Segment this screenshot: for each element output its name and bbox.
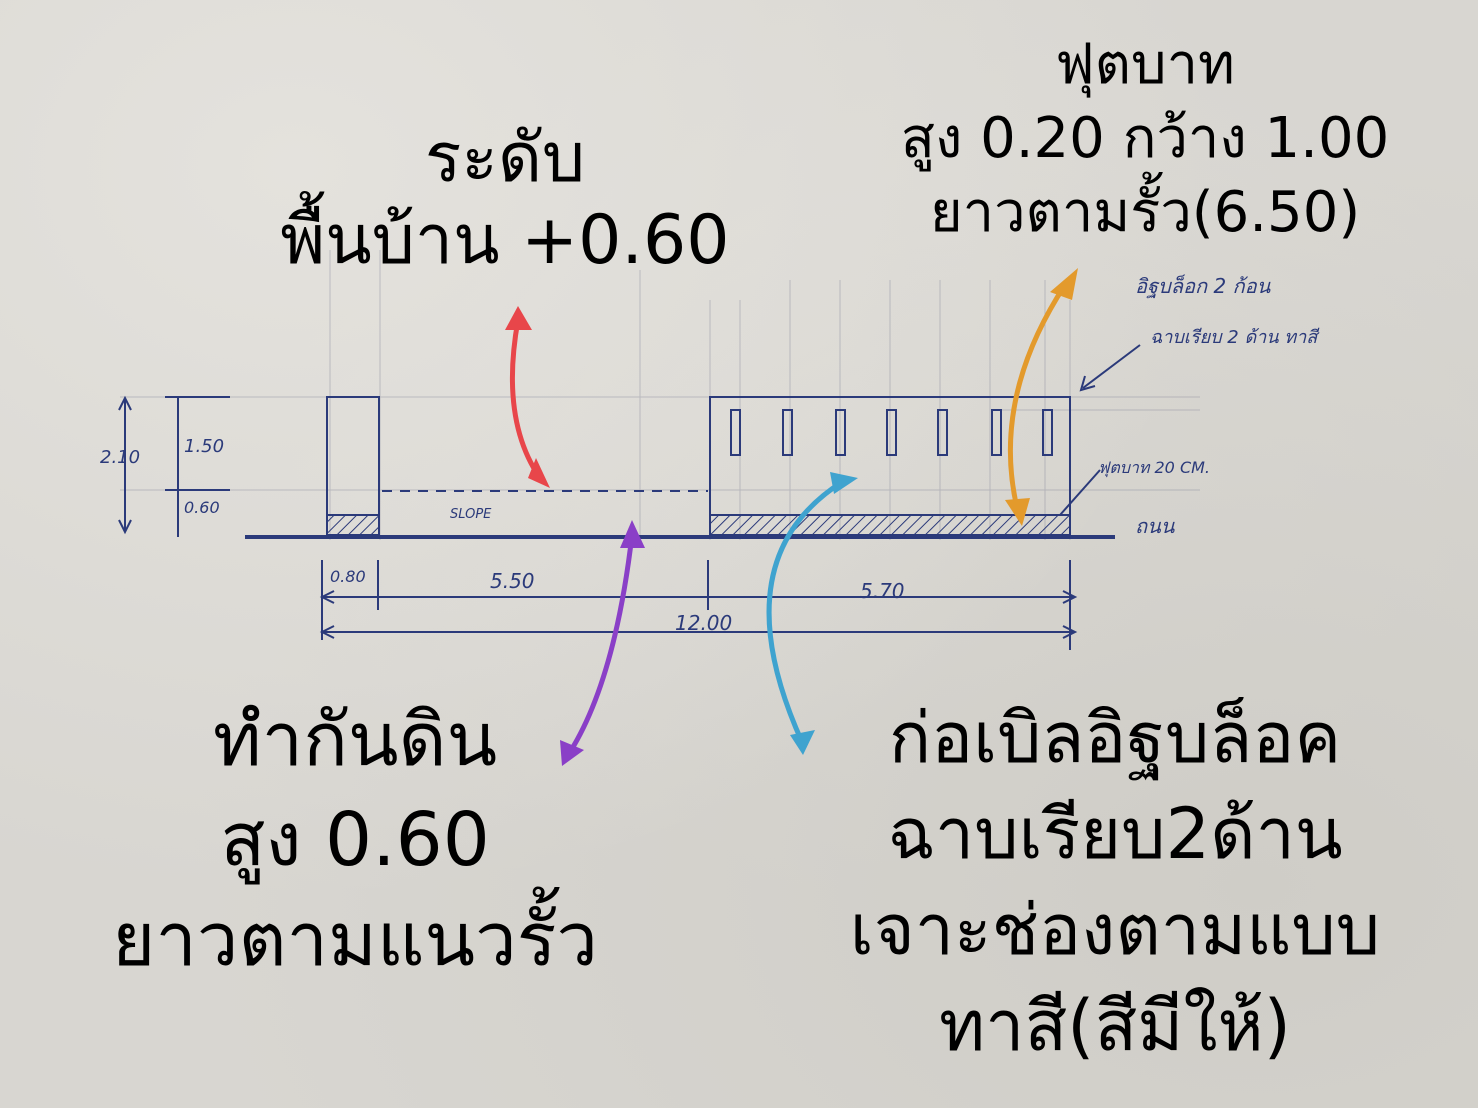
horizontal-dimensions (319, 560, 1078, 650)
wall-openings (730, 409, 1053, 456)
road-note: ถนน (1135, 514, 1176, 538)
wall-opening (1042, 409, 1053, 456)
block-wall-line2: ฉาบเรียบ2ด้าน (887, 793, 1343, 875)
footpath-line1: ฟุตบาท (1055, 32, 1235, 97)
purple-arrow (567, 532, 635, 755)
dim-total-height: 2.10 (100, 447, 140, 468)
block-note-1: อิฐบล็อก 2 ก้อน (1135, 274, 1272, 299)
dim-lower-height: 0.60 (184, 498, 220, 517)
retaining-wall-line1: ทำกันดิน (212, 697, 498, 783)
block-wall-line1: ก่อเบิลอิฐบล็อค (888, 697, 1342, 779)
floor-level-line2: พื้นบ้าน +0.60 (280, 201, 730, 280)
left-pillar (326, 396, 380, 516)
blue-arrowhead-bottom (790, 730, 815, 755)
blue-arrow (766, 479, 845, 745)
floor-level-callout: ระดับ พื้นบ้าน +0.60 (240, 118, 770, 282)
blue-arrowhead-top (830, 472, 858, 494)
construction-lines (120, 250, 1200, 540)
red-arrowhead-bottom (528, 458, 550, 488)
note-leader (1059, 344, 1141, 516)
footpath-note: ฟุตบาท 20 CM. (1098, 458, 1210, 478)
purple-arrowhead-bottom (560, 740, 584, 766)
retaining-wall-line3: ยาวตามแนวรั้ว (112, 897, 598, 983)
dim-slope-span: 5.50 (490, 569, 535, 593)
orange-arrowhead-top (1050, 268, 1078, 300)
wall-opening (835, 409, 846, 456)
orange-arrowhead-bottom (1005, 498, 1030, 526)
wall-opening (937, 409, 948, 456)
floor-level-line1: ระดับ (424, 119, 586, 198)
left-pillar-base (326, 514, 380, 536)
dim-total-length: 12.00 (675, 611, 732, 635)
dim-pillar-width: 0.80 (330, 567, 366, 586)
purple-arrowhead-top (620, 520, 645, 548)
wall-opening (886, 409, 897, 456)
orange-arrow (1007, 282, 1068, 515)
red-arrow (509, 317, 543, 481)
wall-opening (730, 409, 741, 456)
block-wall-callout: ก่อเบิลอิฐบล็อค ฉาบเรียบ2ด้าน เจาะช่องตา… (795, 690, 1435, 1074)
footpath-line3: ยาวตามรั้ว(6.50) (929, 180, 1361, 245)
vertical-dimensions (118, 395, 230, 537)
block-wall-line4: ทาสี(สีมีให้) (939, 985, 1291, 1067)
wall-opening (782, 409, 793, 456)
footpath-callout: ฟุตบาท สูง 0.20 กว้าง 1.00 ยาวตามรั้ว(6.… (860, 28, 1430, 250)
red-arrowhead-top (505, 306, 532, 330)
block-wall-line3: เจาะช่องตามแบบ (849, 889, 1381, 971)
footpath-line2: สูง 0.20 กว้าง 1.00 (900, 106, 1390, 171)
dim-wall-span: 5.70 (860, 579, 905, 603)
footpath-hatch (709, 514, 1071, 536)
wall-opening (991, 409, 1002, 456)
slope-note: SLOPE (450, 507, 492, 522)
retaining-wall-line2: สูง 0.60 (220, 797, 490, 883)
dim-upper-height: 1.50 (184, 436, 224, 457)
block-note-2: ฉาบเรียบ 2 ด้าน ทาสี (1150, 327, 1320, 348)
retaining-wall-callout: ทำกันดิน สูง 0.60 ยาวตามแนวรั้ว (60, 690, 650, 990)
